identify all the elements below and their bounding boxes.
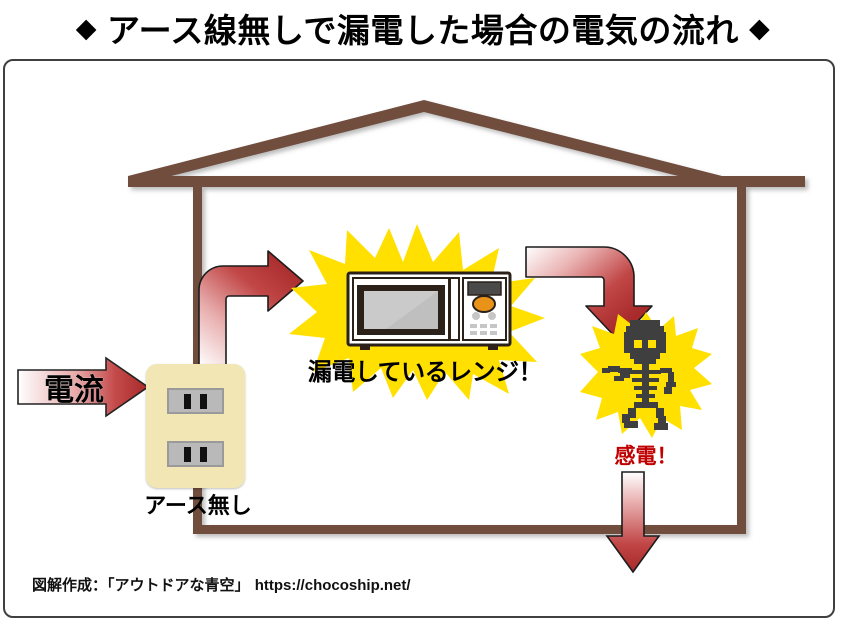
page-title: ◆ アース線無しで漏電した場合の電気の流れ ◆ [0, 2, 846, 54]
microwave-oven-icon [346, 271, 512, 350]
socket-slot [184, 393, 191, 409]
socket-slot [184, 446, 191, 462]
diamond-right-icon: ◆ [748, 12, 771, 44]
credit-prefix: 図解作成：「アウトドアな青空」 [32, 576, 255, 594]
credit-text: 図解作成：「アウトドアな青空」 https://chocoship.net/ [32, 574, 411, 595]
diamond-left-icon: ◆ [75, 12, 98, 44]
down-arrow-icon [605, 471, 661, 574]
current-arrow-label: 電流 [44, 373, 104, 408]
socket-slot [200, 393, 207, 409]
microwave-label: 漏電しているレンジ！ [307, 358, 543, 386]
outlet-socket-bottom [167, 441, 224, 467]
current-arrow-icon [17, 356, 150, 418]
outlet-socket-top [167, 388, 224, 414]
socket-slot [200, 446, 207, 462]
outlet-label: アース無し [144, 494, 252, 519]
electrocuted-skeleton-icon [602, 320, 676, 430]
shock-label: 感電！ [614, 444, 678, 468]
bent-arrow-up-right-icon [198, 250, 304, 367]
credit-url: https://chocoship.net/ [254, 577, 411, 594]
power-outlet-icon [146, 364, 245, 488]
page-title-text: アース線無しで漏電した場合の電気の流れ [107, 11, 739, 50]
